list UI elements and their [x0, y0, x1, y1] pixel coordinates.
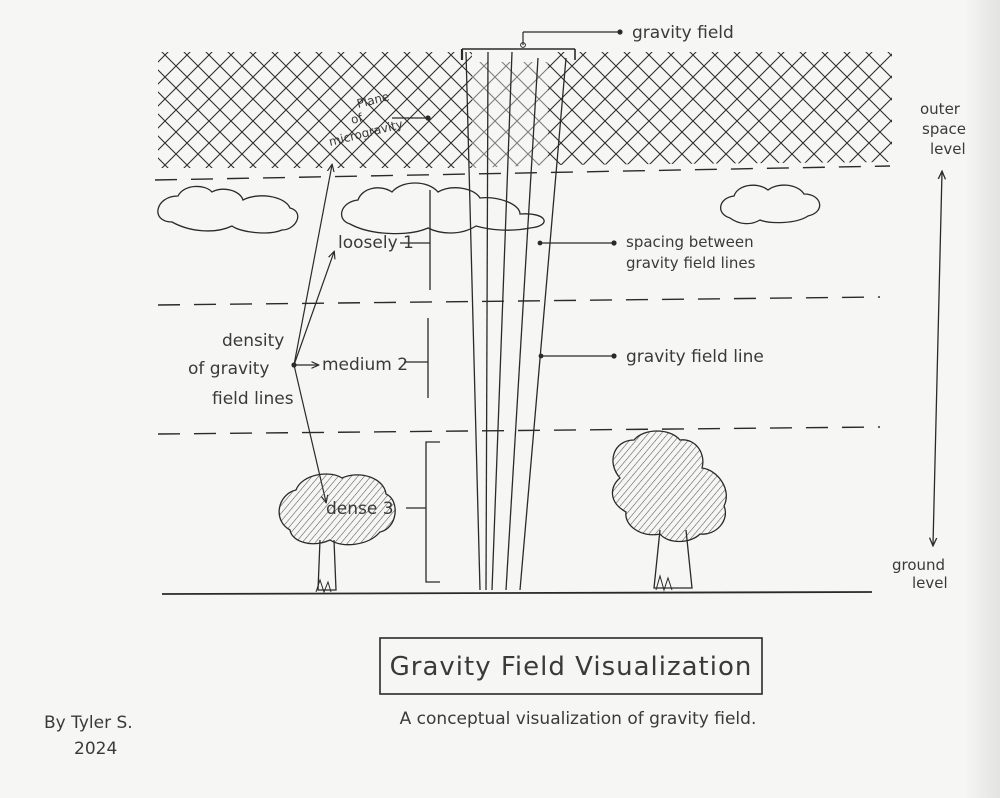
tree-left-canopy	[278, 473, 396, 546]
author-year: 2024	[74, 739, 117, 759]
ground-line	[161, 591, 873, 595]
tree-right	[611, 430, 727, 592]
diagram-title: Gravity Field Visualization	[390, 652, 753, 682]
label-density-1: density	[222, 331, 284, 351]
outer-space-hatch	[158, 52, 472, 168]
field-line-5	[519, 57, 567, 591]
field-line-1	[465, 51, 481, 591]
label-gravity-field: gravity field	[632, 23, 734, 43]
cloud-left	[157, 185, 299, 234]
tree-left	[278, 473, 396, 594]
bracket-dense	[425, 441, 440, 583]
pointer-dot-plane	[425, 115, 431, 121]
label-dense: dense 3	[326, 499, 394, 519]
gravity-field-lines	[465, 51, 567, 591]
pointer-dot-field-line-b	[611, 353, 617, 359]
arrow-to-plane	[293, 165, 332, 366]
pointer-dot-field-top	[520, 42, 526, 48]
pointer-dot-spacing-b	[611, 240, 617, 246]
label-outer-space-2: space	[922, 120, 966, 138]
tree-right-grass	[655, 574, 673, 592]
label-density-2: of gravity	[188, 359, 270, 379]
tree-right-trunk	[653, 529, 693, 589]
outer-space-hatch-right	[548, 52, 892, 165]
pointer-dot-spacing-a	[537, 240, 543, 246]
density-arrows	[293, 165, 334, 502]
dashed-level-1	[154, 165, 891, 181]
label-ground-1: ground	[892, 556, 945, 574]
author-name: By Tyler S.	[44, 713, 133, 733]
field-line-3	[491, 51, 513, 591]
label-outer-space-3: level	[930, 140, 966, 158]
pointer-dot-gravity-field	[617, 29, 623, 35]
label-spacing-2: gravity field lines	[626, 254, 756, 272]
tree-left-grass	[315, 578, 332, 594]
cloud-right	[720, 184, 821, 225]
level-arrow	[933, 172, 942, 545]
field-line-4	[505, 57, 539, 591]
field-line-2	[485, 51, 489, 591]
label-medium: medium 2	[322, 355, 408, 375]
density-origin-dot	[291, 362, 297, 368]
label-density-3: field lines	[212, 389, 294, 409]
label-outer-space-1: outer	[920, 100, 961, 118]
density-brackets	[400, 190, 440, 583]
label-loosely: loosely 1	[338, 233, 414, 253]
label-plane-line2: of	[349, 110, 364, 127]
label-field-line: gravity field line	[626, 347, 764, 367]
label-spacing-1: spacing between	[626, 233, 754, 251]
arrow-to-loosely	[293, 252, 334, 366]
tree-right-canopy	[611, 430, 727, 543]
cloud-center	[340, 182, 545, 235]
dashed-level-2	[157, 296, 881, 306]
label-ground-2: level	[912, 574, 948, 592]
tree-left-trunk	[317, 539, 337, 591]
pointer-dot-field-line-a	[538, 353, 544, 359]
title-box	[379, 637, 763, 695]
diagram-subtitle: A conceptual visualization of gravity fi…	[400, 709, 757, 729]
dashed-level-3	[157, 426, 881, 435]
